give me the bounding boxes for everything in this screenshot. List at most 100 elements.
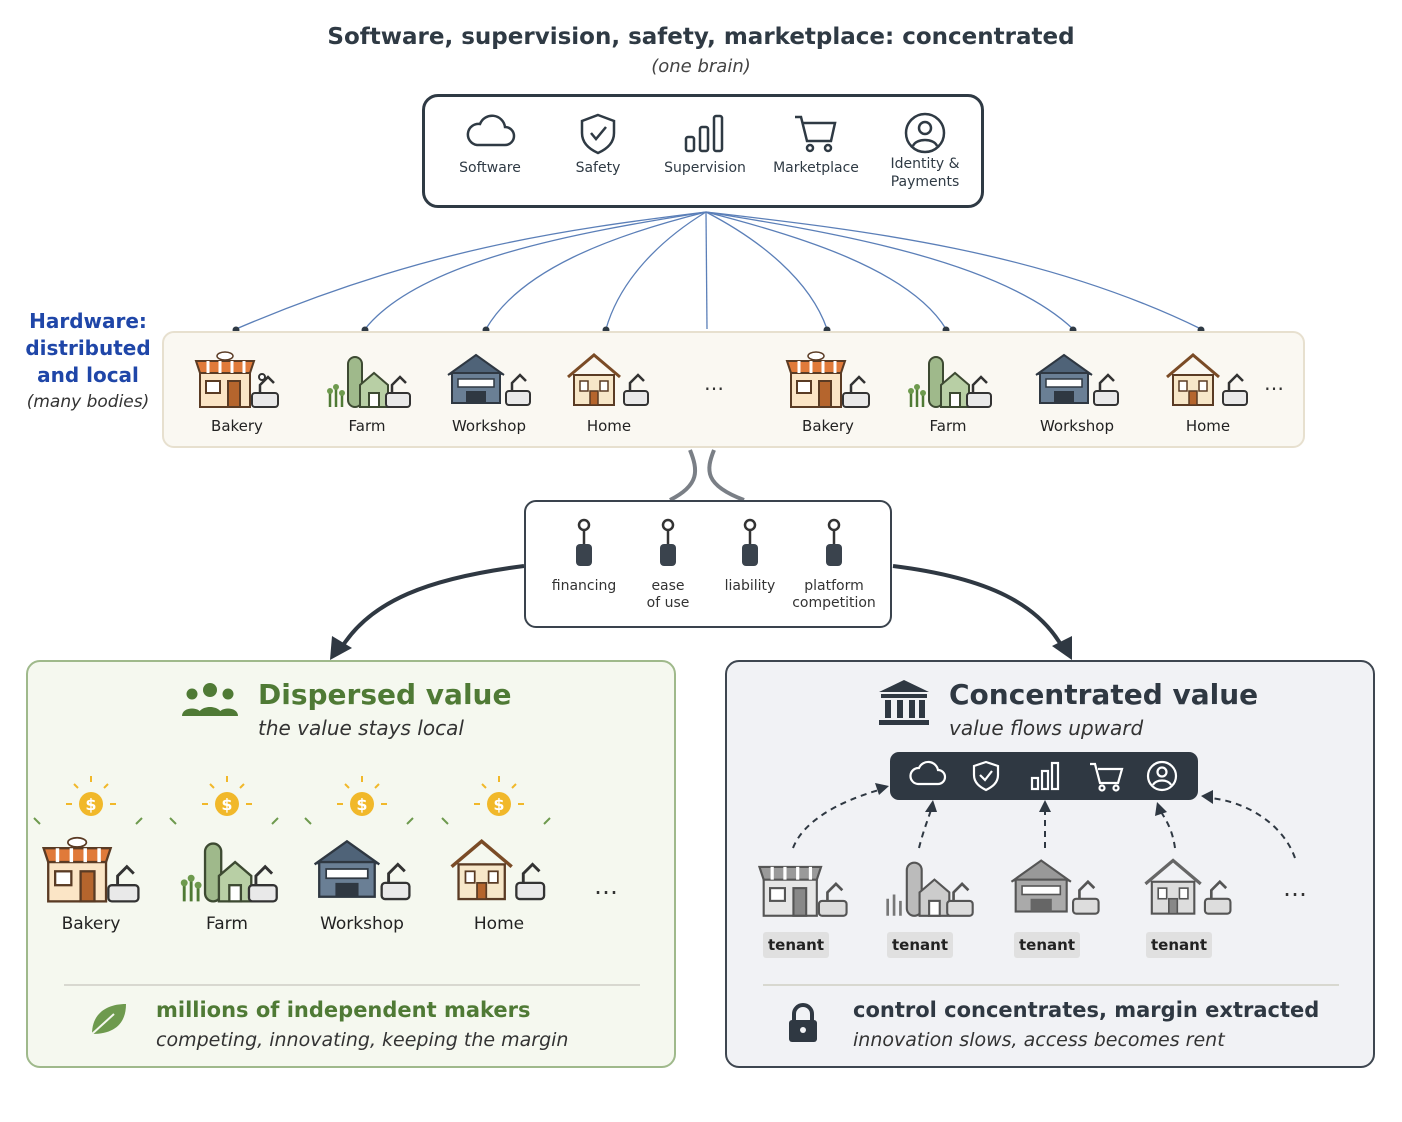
hardware-item-label: Home [586,417,632,435]
coin-sun-icon: $ [169,776,279,825]
concentrated-footer-subtitle: innovation slows, access becomes rent [853,1029,1225,1051]
lever-financing: financing [534,518,634,595]
brain-label: Identity & [890,156,960,172]
people-group-icon [182,683,238,716]
home-icon [1166,353,1248,406]
lock-icon [789,1003,817,1042]
hardware-item-label: Bakery [802,417,854,435]
hardware-label-line3: and local [37,363,139,387]
lever-label-line2: competition [792,595,876,611]
tenant-tag: tenant [887,932,953,958]
lever-label: liability [724,578,776,594]
lever-icon [660,518,676,566]
hardware-ellipsis: … [704,371,726,395]
hardware-item-label: Farm [348,417,386,435]
bakery-icon [194,351,279,408]
hardware-item-farm: Farm [888,347,1008,435]
brain-label: Marketplace [773,160,859,176]
home-icon [450,838,546,901]
hardware-item-bakery: Bakery [768,347,888,435]
concentrated-ellipsis: … [1283,874,1309,902]
bar-chart-icon [684,114,724,153]
upward-arrows [792,783,1296,859]
platform-bar [890,752,1198,800]
home-icon [567,353,649,406]
brain-label-line2: Payments [890,174,960,190]
lever-icon [826,518,842,566]
concentrated-footer-title: control concentrates, margin extracted [853,998,1320,1022]
dispersed-title: Dispersed value [258,678,512,711]
concentrated-value-panel: Concentrated value value flows upward [725,660,1375,1068]
hardware-item-farm: Farm [307,347,427,435]
brain-label: Safety [575,160,621,176]
concentrated-title: Concentrated value [949,678,1259,711]
brain-label: Supervision [664,160,746,176]
coin-sun-icon: $ [33,776,143,825]
workshop-icon [313,839,411,901]
dispersed-value-panel: Dispersed value the value stays local $ … [26,660,676,1068]
dispersed-ellipsis: … [594,872,620,900]
lever-label: platform [804,578,864,594]
divider [64,984,640,986]
concentrated-subtitle: value flows upward [949,716,1144,740]
dispersed-item-workshop: $ Workshop [297,774,427,934]
platform-icons [909,760,1178,792]
hardware-item-label: Workshop [1039,417,1114,435]
leaf-icon [91,1004,126,1035]
brain-item-safety: Safety [543,111,653,177]
lever-icon [576,518,592,566]
dispersed-item-label: Workshop [320,914,404,934]
brain-box: Software Safety Supervision Marketplace … [422,94,984,208]
farm-icon [180,842,278,903]
coin-symbol: $ [493,795,504,814]
cart-icon [1090,762,1124,792]
coin-symbol: $ [221,795,232,814]
bakery-icon [41,836,140,903]
user-circle-icon [904,112,946,154]
dispersed-item-label: Bakery [61,914,121,934]
hardware-label: Hardware: distributed and local (many bo… [22,308,154,416]
dispersed-item-bakery: $ Bakery [26,774,156,934]
cloud-icon [909,760,947,786]
coin-symbol: $ [85,795,96,814]
tenant-bakery-icon [757,865,848,917]
dispersed-item-farm: $ Farm [162,774,292,934]
hardware-label-sub: (many bodies) [26,392,150,412]
dispersed-footer-title: millions of independent makers [156,998,531,1022]
tenant-tag: tenant [1014,932,1080,958]
diagram-title: Software, supervision, safety, marketpla… [327,24,1075,50]
brain-item-software: Software [435,111,545,177]
lever-liability: liability [700,518,800,595]
cloud-icon [466,114,516,147]
hardware-strip: Bakery Farm Workshop Home … Bakery Farm … [162,331,1305,448]
brain-item-identity: Identity & Payments [870,111,980,191]
divider [763,984,1339,986]
hardware-item-label: Home [1185,417,1231,435]
tenant-farm-icon [886,861,974,917]
farm-icon [327,356,411,408]
workshop-icon [1035,353,1119,406]
coin-sun-icon: $ [304,776,414,825]
shield-check-icon [580,113,616,155]
dispersed-item-label: Home [473,914,525,934]
lever-label: ease [651,578,685,594]
hardware-item-workshop: Workshop [1017,347,1137,435]
hardware-item-bakery: Bakery [177,347,297,435]
dispersed-item-label: Farm [206,914,248,934]
brain-item-supervision: Supervision [650,111,760,177]
lever-icon [742,518,758,566]
cart-icon [795,115,837,153]
farm-icon [908,356,992,408]
tenant-tag: tenant [1146,932,1212,958]
dispersed-subtitle: the value stays local [258,716,464,740]
lever-label: financing [551,578,617,594]
tenant-home-icon [1144,858,1232,915]
dispersed-item-home: $ Home [434,774,564,934]
brain-item-marketplace: Marketplace [761,111,871,177]
hardware-item-home: Home [549,347,669,435]
hardware-item-label: Farm [929,417,967,435]
